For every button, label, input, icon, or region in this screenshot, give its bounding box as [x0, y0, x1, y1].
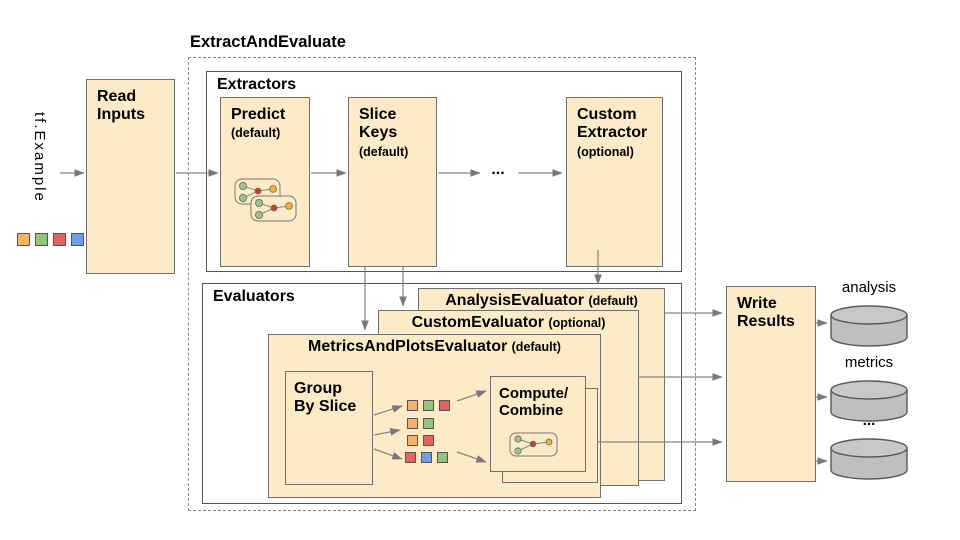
- tf-example-label: tf.Example: [31, 112, 48, 203]
- slice-row-2: [407, 418, 434, 429]
- green-square: [35, 233, 48, 246]
- group-by-slice-box: Group By Slice: [285, 371, 373, 485]
- slice-keys-extractor-box: Slice Keys (default): [348, 97, 437, 267]
- custom-extractor-box: Custom Extractor (optional): [566, 97, 663, 267]
- red-square: [53, 233, 66, 246]
- slice-keys-label: Slice Keys (default): [359, 106, 409, 159]
- slice-row-4: [405, 452, 448, 463]
- database-cylinder-icon: [830, 380, 908, 422]
- page-title: ExtractAndEvaluate: [190, 33, 346, 51]
- green-square: [423, 418, 434, 429]
- compute-combine-box: Compute/ Combine: [490, 376, 586, 472]
- compute-combine-label: Compute/ Combine: [499, 385, 569, 420]
- red-square: [405, 452, 416, 463]
- extractors-container: Extractors: [206, 71, 682, 272]
- evaluators-container: Evaluators: [202, 283, 682, 504]
- metrics-and-plots-evaluator-title: MetricsAndPlotsEvaluator (default): [308, 338, 561, 355]
- slice-row-3: [407, 435, 434, 446]
- write-results-box: Write Results: [726, 286, 816, 482]
- orange-square: [407, 418, 418, 429]
- custom-extractor-label: Custom Extractor (optional): [577, 106, 648, 159]
- slice-row-1: [407, 400, 450, 411]
- red-square: [439, 400, 450, 411]
- database-cylinder-icon: [830, 305, 908, 347]
- evaluators-label: Evaluators: [213, 288, 295, 305]
- output-analysis-label: analysis: [841, 279, 897, 296]
- green-square: [423, 400, 434, 411]
- read-inputs-box: Read Inputs: [86, 79, 175, 274]
- extract-and-evaluate-container: [188, 57, 696, 511]
- blue-square: [71, 233, 84, 246]
- output-metrics-label: metrics: [844, 354, 894, 371]
- model-graph-icon: [234, 178, 300, 229]
- database-cylinder-icon: [830, 438, 908, 480]
- model-graph-icon: [509, 432, 559, 463]
- predict-extractor-box: Predict (default): [220, 97, 310, 267]
- orange-square: [407, 400, 418, 411]
- analysis-evaluator-title: AnalysisEvaluator (default): [445, 292, 638, 309]
- write-results-label: Write Results: [737, 295, 795, 331]
- red-square: [423, 435, 434, 446]
- custom-evaluator-title: CustomEvaluator (optional): [411, 314, 606, 331]
- blue-square: [421, 452, 432, 463]
- read-inputs-label: Read Inputs: [97, 88, 145, 124]
- input-example-squares: [17, 233, 84, 246]
- green-square: [437, 452, 448, 463]
- group-by-slice-label: Group By Slice: [294, 380, 357, 416]
- extractors-ellipsis: ...: [491, 161, 505, 178]
- extractors-label: Extractors: [217, 76, 297, 93]
- orange-square: [407, 435, 418, 446]
- output-ellipsis-label: ...: [862, 412, 876, 429]
- orange-square: [17, 233, 30, 246]
- predict-label: Predict (default): [231, 106, 286, 141]
